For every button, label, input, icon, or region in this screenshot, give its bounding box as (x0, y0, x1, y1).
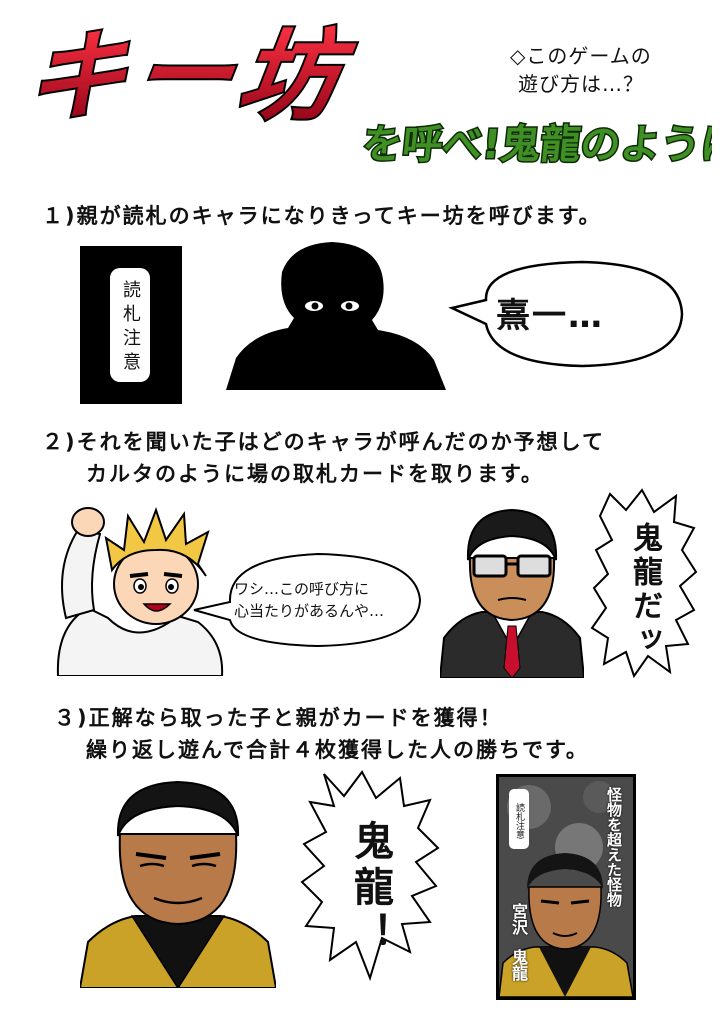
howto-heading: ◇このゲームの 遊び方は…？ (510, 42, 652, 98)
card-caption: 怪物を超えた怪物 (605, 787, 623, 907)
title-subtitle-logo: を呼べ!鬼龍のように (362, 121, 712, 170)
title-logo: キー坊 (30, 18, 362, 128)
shout-bubble-2 (590, 488, 698, 678)
character-kiryu (80, 780, 276, 988)
step1-text: １)親が読札のキャラになりきってキー坊を呼びます。 (42, 204, 602, 228)
card-name-line2: 鬼龍 (509, 949, 528, 981)
character-kiibo (56, 507, 224, 676)
shout-bubble-2-text: 鬼龍だッ (627, 522, 662, 658)
speech-bubble-2-line1: ワシ…この呼び方に (234, 580, 370, 598)
shout-bubble-3-text: 鬼龍！ (347, 820, 393, 958)
speech-bubble-2 (193, 552, 422, 648)
character-card: 読札注意 怪物を超えた怪物 宮沢 鬼龍 (496, 774, 636, 1000)
shout-bubble-3 (300, 770, 440, 982)
speech-bubble-1 (448, 260, 684, 368)
step3-text-line1: ３)正解なら取った子と親がカードを獲得！ (54, 706, 503, 730)
card-name-line1: 宮沢 (509, 903, 528, 935)
step3-text-line2: 繰り返し遊んで合計４枚獲得した人の勝ちです。 (86, 738, 589, 762)
card-read-label: 読札注意 (509, 789, 529, 849)
speech-bubble-2-line2: 心当たりがあるんや… (234, 602, 385, 620)
title-main-text: キー坊 (30, 20, 360, 128)
step2-text-line2: カルタのように場の取札カードを取ります。 (86, 462, 544, 486)
speech-bubble-2-text: ワシ…この呼び方に 心当たりがあるんや… (234, 578, 384, 622)
silhouette-figure (226, 242, 446, 390)
read-card-label: 読札注意 (110, 268, 150, 382)
howto-line-1: ◇このゲームの (510, 44, 652, 68)
howto-line-2: 遊び方は…？ (518, 72, 644, 96)
read-card-black: 読札注意 (80, 246, 182, 404)
speech-bubble-1-text: 熹一… (496, 296, 604, 336)
title-sub-text: を呼べ!鬼龍のように (362, 122, 712, 168)
character-glasses-man (440, 508, 584, 678)
step2-text-line1: ２)それを聞いた子はどのキャラが呼んだのか予想して (42, 430, 605, 454)
